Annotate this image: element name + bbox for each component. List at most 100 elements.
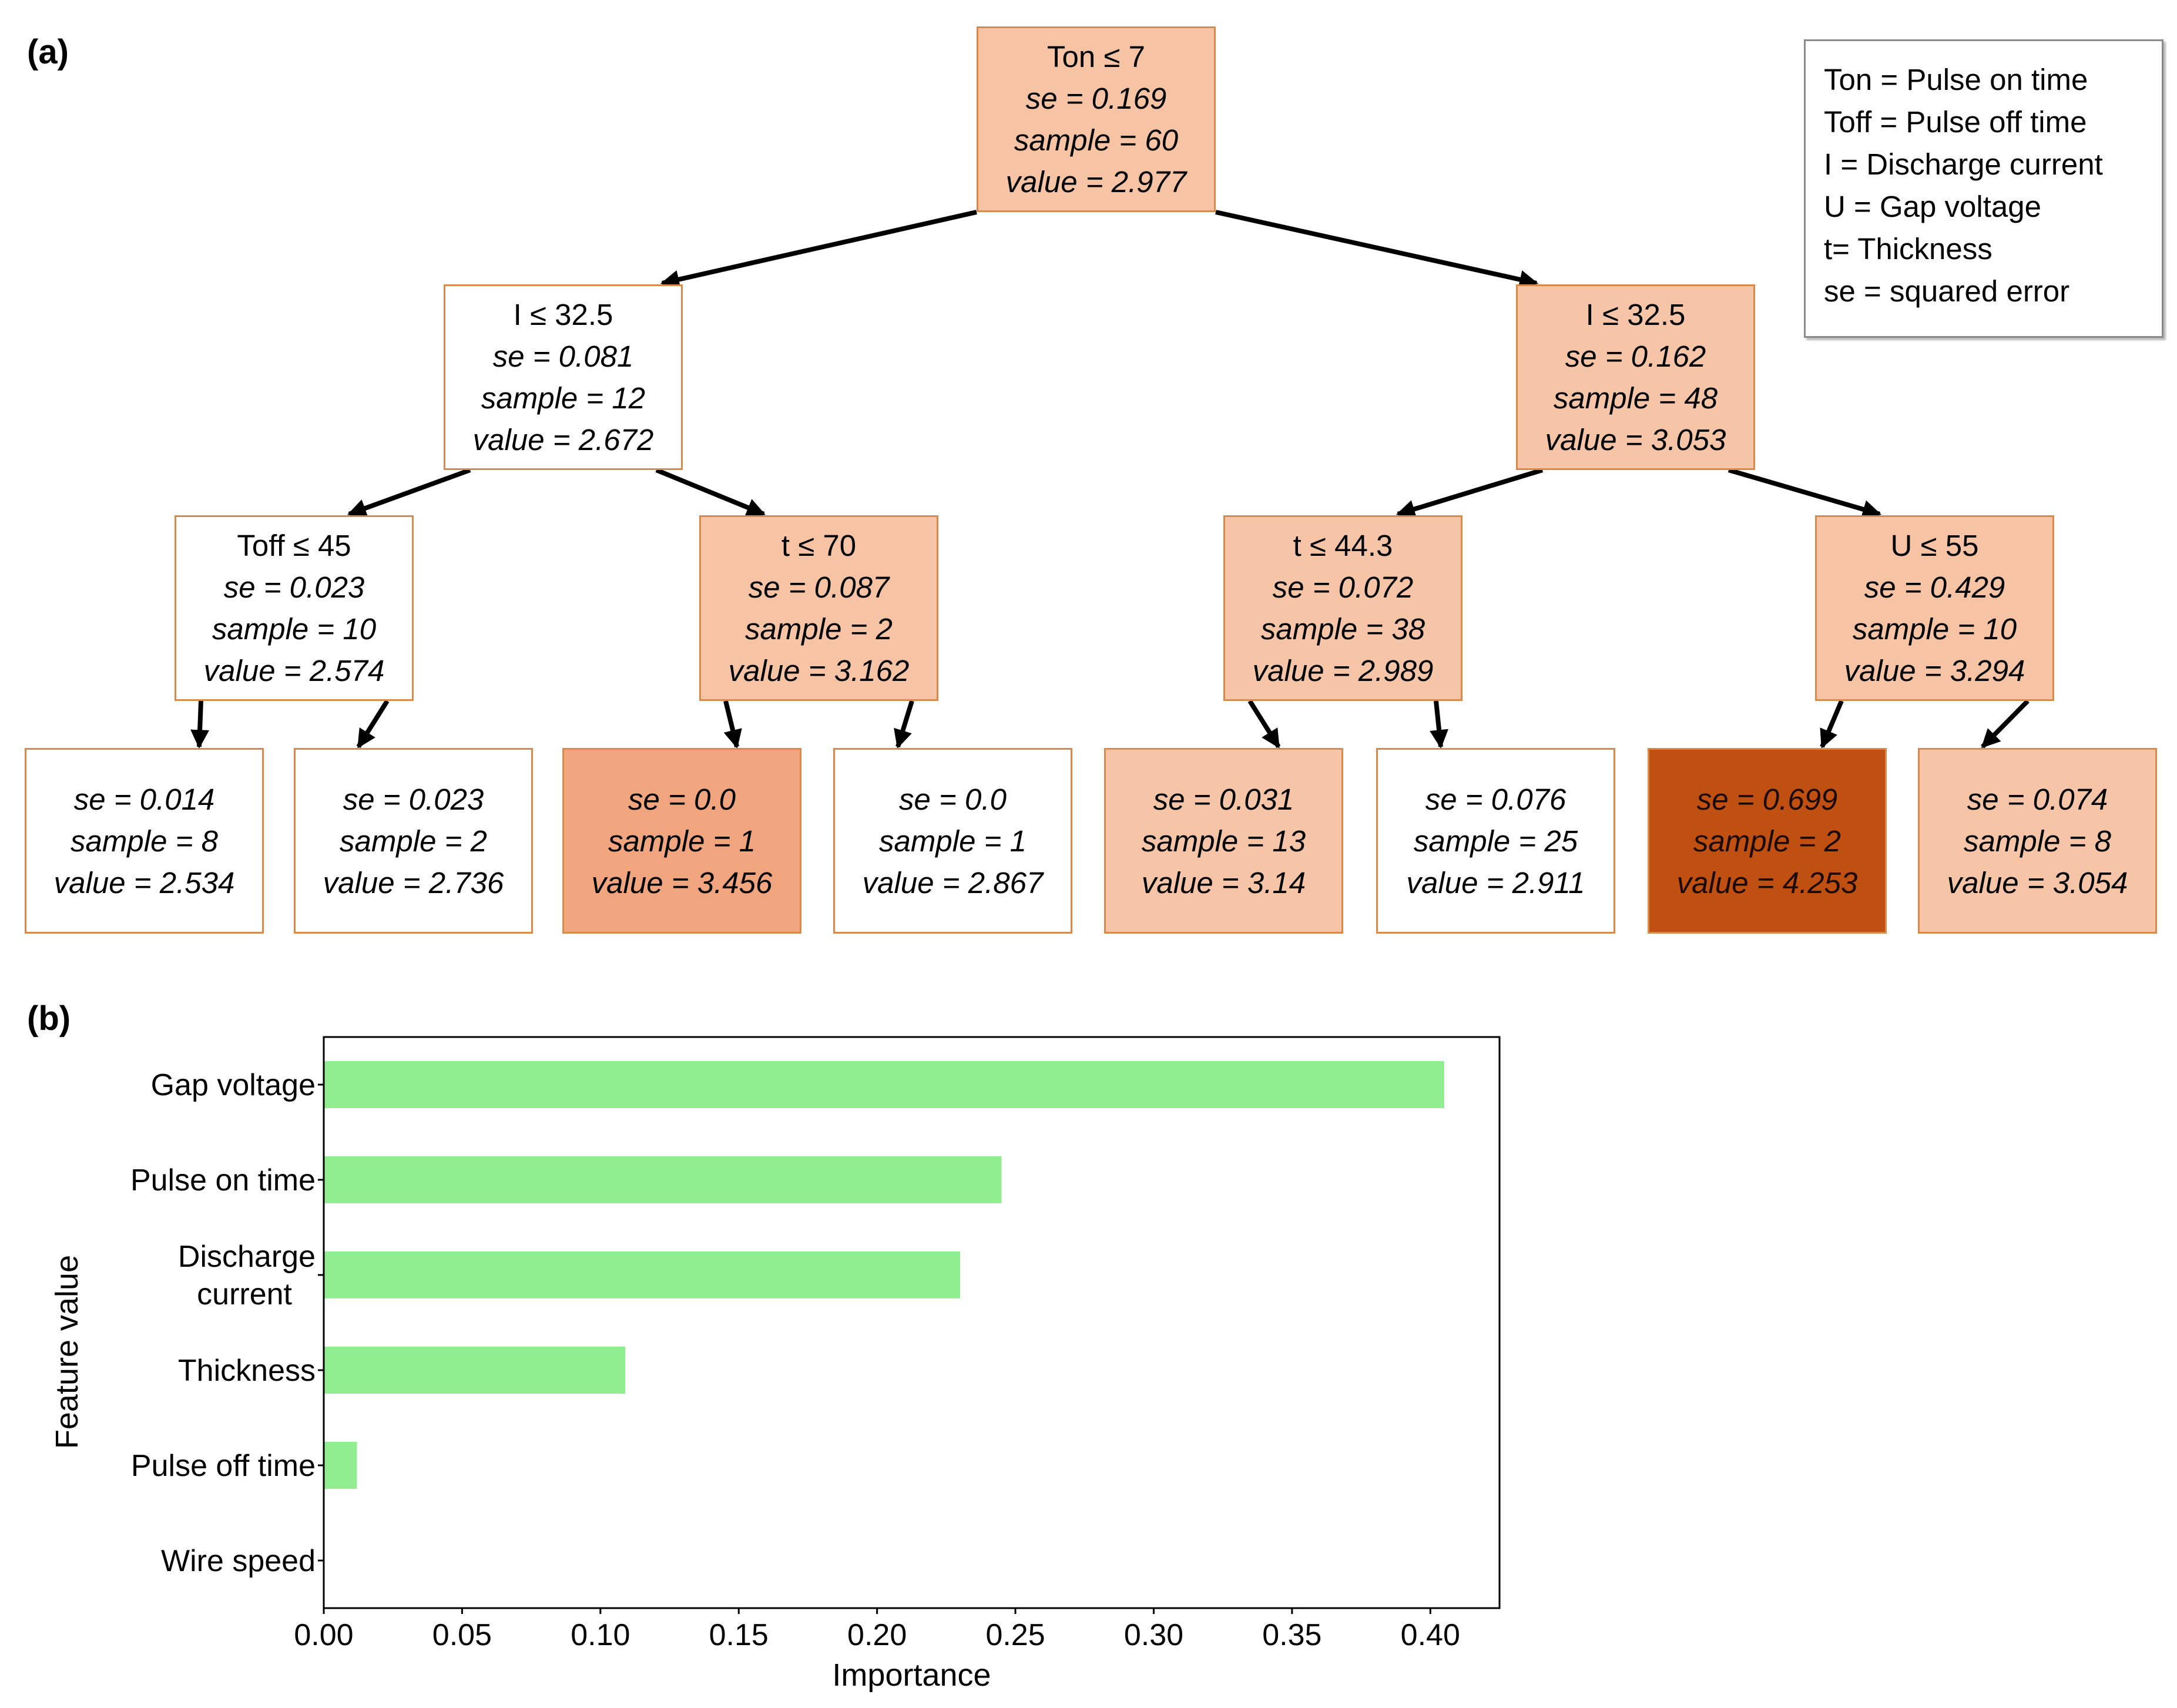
node-value: value = 4.253 — [1676, 865, 1858, 900]
node-condition: I ≤ 32.5 — [513, 298, 613, 331]
node-value: value = 2.911 — [1406, 865, 1585, 900]
node-value: value = 2.672 — [472, 423, 654, 457]
node-value: value = 2.574 — [203, 654, 385, 687]
tree-edge-rr-rrl — [1820, 700, 1844, 749]
node-value: value = 2.534 — [53, 865, 235, 900]
tree-edge-rr-rrr — [1981, 699, 2030, 749]
tree-edge-rl-rlr — [1430, 700, 1448, 749]
node-sample: sample = 10 — [212, 612, 377, 646]
node-se: se = 0.014 — [73, 782, 215, 816]
x-tick-label: 0.15 — [709, 1618, 769, 1652]
tree-node-lrl: se = 0.0 sample = 1 value = 3.456 — [562, 748, 801, 934]
node-value: value = 3.054 — [1947, 865, 2128, 900]
legend-entry: t= Thickness — [1824, 232, 1992, 266]
node-sample: sample = 2 — [1693, 824, 1841, 858]
node-value: value = 2.989 — [1252, 654, 1434, 687]
node-se: se = 0.072 — [1272, 571, 1414, 604]
node-se: se = 0.076 — [1425, 782, 1566, 816]
x-tick-label: 0.30 — [1124, 1618, 1183, 1652]
node-se: se = 0.074 — [1967, 782, 2108, 816]
node-se: se = 0.031 — [1153, 782, 1294, 816]
tree-edge-root-l — [660, 210, 977, 289]
node-sample: sample = 12 — [481, 381, 646, 415]
y-tick-label: Pulse on time — [130, 1163, 316, 1197]
legend-entry: Ton = Pulse on time — [1824, 63, 2088, 96]
tree-edge-l-lr — [655, 468, 766, 516]
node-sample: sample = 10 — [1852, 612, 2017, 646]
node-se: se = 0.169 — [1025, 82, 1167, 115]
legend-entry: I = Discharge current — [1824, 147, 2103, 181]
x-tick-label: 0.35 — [1262, 1618, 1321, 1652]
bar — [324, 1156, 1002, 1203]
legend-entry: se = squared error — [1824, 274, 2070, 308]
legend-entry: U = Gap voltage — [1824, 190, 2041, 223]
node-se: se = 0.023 — [343, 782, 484, 816]
bar — [324, 1347, 626, 1394]
node-value: value = 3.294 — [1844, 654, 2025, 687]
tree-node-rr: U ≤ 55 se = 0.429 sample = 10 value = 3.294 — [1815, 515, 2054, 701]
panel-b-label: (b) — [27, 999, 71, 1038]
node-value: value = 3.456 — [591, 865, 773, 900]
tree-edge-l-ll — [347, 468, 471, 518]
x-tick-label: 0.20 — [847, 1618, 907, 1652]
node-se: se = 0.081 — [492, 340, 634, 373]
tree-edge-ll-llr — [356, 699, 390, 749]
y-tick-label: Gap voltage — [151, 1068, 316, 1102]
node-condition: t ≤ 44.3 — [1293, 529, 1393, 562]
bar — [324, 1061, 1444, 1108]
panel-a-label: (a) — [27, 33, 69, 71]
node-value: value = 3.14 — [1141, 865, 1306, 900]
tree-edge-lr-lrl — [723, 700, 742, 749]
node-condition: U ≤ 55 — [1890, 529, 1979, 562]
tree-edge-root-r — [1215, 210, 1539, 289]
bar — [324, 1251, 960, 1298]
node-sample: sample = 1 — [608, 824, 756, 858]
node-se: se = 0.023 — [223, 571, 365, 604]
x-tick-label: 0.40 — [1401, 1618, 1460, 1652]
node-value: value = 2.736 — [323, 865, 504, 900]
tree-node-rll: se = 0.031 sample = 13 value = 3.14 — [1104, 748, 1343, 934]
tree-edge-rl-rll — [1247, 699, 1281, 749]
node-sample: sample = 2 — [340, 824, 487, 858]
x-axis-label: Importance — [832, 1657, 991, 1693]
node-condition: Ton ≤ 7 — [1047, 40, 1145, 73]
node-se: se = 0.429 — [1864, 571, 2005, 604]
node-sample: sample = 1 — [879, 824, 1027, 858]
x-tick-label: 0.25 — [985, 1618, 1045, 1652]
node-condition: I ≤ 32.5 — [1585, 298, 1686, 331]
y-tick-label: Pulse off time — [131, 1449, 316, 1483]
node-sample: sample = 48 — [1553, 381, 1718, 415]
tree-node-l: I ≤ 32.5 se = 0.081 sample = 12 value = 2.6… — [444, 284, 683, 470]
node-se: se = 0.0 — [628, 782, 736, 816]
tree-node-rrl: se = 0.699 sample = 2 value = 4.253 — [1648, 748, 1887, 934]
node-sample: sample = 2 — [745, 612, 893, 646]
node-sample: sample = 60 — [1014, 123, 1179, 157]
tree-edge-r-rl — [1396, 468, 1544, 518]
bar — [324, 1442, 357, 1489]
plot-frame — [323, 1036, 1501, 1609]
y-tick-label: Wire speed — [161, 1544, 316, 1578]
node-sample: sample = 8 — [1964, 824, 2111, 858]
tree-edge-lr-lrr — [894, 700, 914, 749]
tree-node-rrr: se = 0.074 sample = 8 value = 3.054 — [1918, 748, 2157, 934]
node-se: se = 0.162 — [1565, 340, 1706, 373]
x-tick-label: 0.00 — [294, 1618, 353, 1652]
y-axis-label: Feature value — [49, 1255, 85, 1449]
y-tick-label: Thickness — [178, 1354, 316, 1388]
node-value: value = 2.867 — [862, 865, 1044, 900]
node-sample: sample = 13 — [1141, 824, 1306, 858]
node-se: se = 0.699 — [1696, 782, 1838, 816]
node-se: se = 0.087 — [748, 571, 890, 604]
tree-node-llr: se = 0.023 sample = 2 value = 2.736 — [294, 748, 533, 934]
